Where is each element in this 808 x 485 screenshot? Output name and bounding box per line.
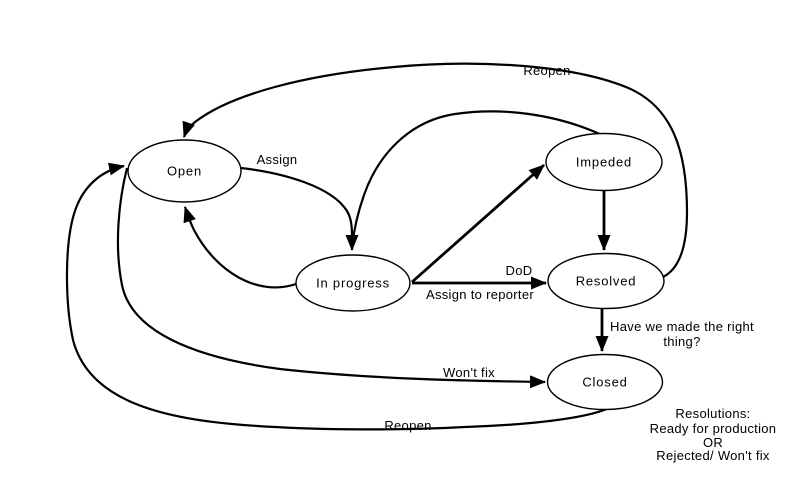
annotation-line-1: Resolutions: <box>675 406 750 421</box>
edge-label-dod: DoD <box>506 263 533 278</box>
edge-in-progress-to-open <box>183 206 297 289</box>
resolutions-annotation: Resolutions: Ready for production OR Rej… <box>650 406 777 463</box>
state-node-closed: Closed <box>546 353 664 411</box>
impeded-label: Impeded <box>576 155 632 170</box>
state-node-impeded: Impeded <box>545 132 663 192</box>
in-progress-ellipse <box>295 254 411 312</box>
annotation-line-4: Rejected/ Won't fix <box>656 448 770 463</box>
state-node-in-progress: In progress <box>295 254 411 312</box>
open-ellipse <box>127 139 242 203</box>
edge-label-have-we-made-line2: thing? <box>663 334 700 349</box>
edge-label-reopen-bottom: Reopen <box>384 418 431 433</box>
edge-impeded-to-in-progress <box>350 110 603 247</box>
in-progress-label: In progress <box>316 276 390 291</box>
resolved-ellipse <box>547 252 665 310</box>
edge-closed-to-open-reopen <box>65 162 610 431</box>
edge-label-assign-to-reporter: Assign to reporter <box>426 287 534 302</box>
edge-in-progress-to-impeded <box>411 163 545 284</box>
impeded-ellipse <box>545 132 663 192</box>
state-node-open: Open <box>127 139 242 203</box>
annotation-line-3: OR <box>703 435 723 450</box>
open-label: Open <box>167 164 202 179</box>
annotation-line-2: Ready for production <box>650 421 777 436</box>
state-node-resolved: Resolved <box>547 252 665 310</box>
closed-ellipse <box>546 353 664 411</box>
edge-label-have-we-made-line1: Have we made the right <box>610 319 754 334</box>
edge-label-assign: Assign <box>257 152 298 167</box>
resolved-label: Resolved <box>576 274 637 289</box>
edge-open-to-closed-wont-fix <box>116 167 546 389</box>
edge-label-wont-fix: Won't fix <box>443 365 495 380</box>
edge-open-to-in-progress <box>240 166 359 251</box>
closed-label: Closed <box>582 375 627 390</box>
edge-label-reopen-top: Reopen <box>523 63 570 78</box>
edge-resolved-to-open-reopen <box>182 62 689 278</box>
